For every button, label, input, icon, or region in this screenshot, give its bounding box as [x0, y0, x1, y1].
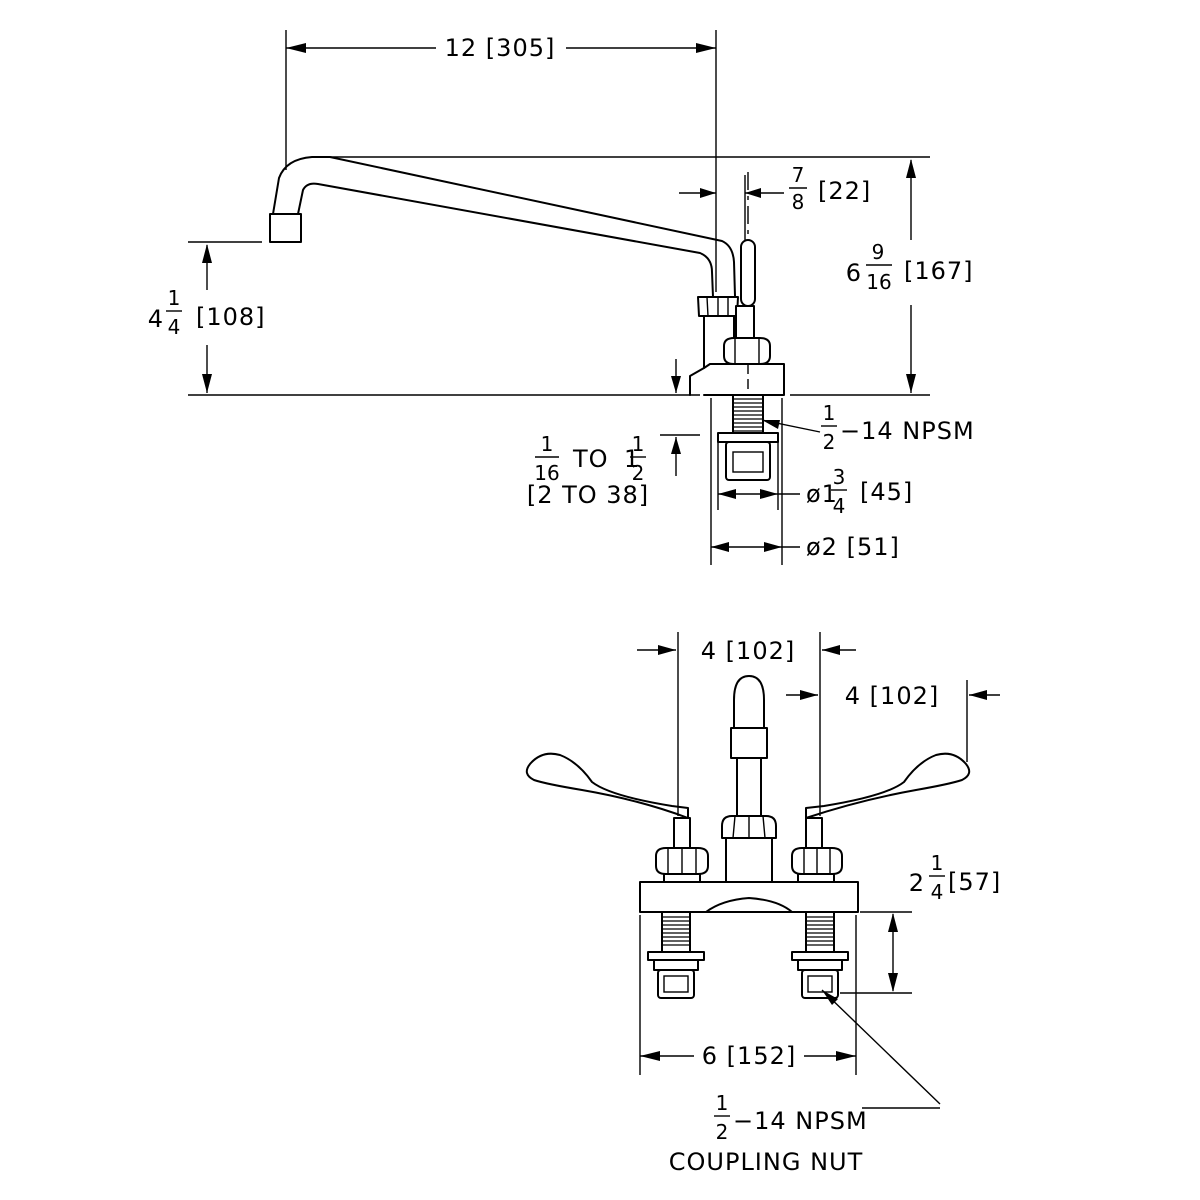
left-stem — [673, 817, 691, 849]
front-deck — [639, 881, 859, 913]
offset-denominator: 8 — [792, 190, 805, 214]
shank-thread-numerator: 1 — [823, 401, 836, 425]
side-deck-body — [703, 172, 785, 481]
outlet-height-mm: [108] — [196, 303, 266, 331]
height-numerator: 9 — [872, 240, 885, 264]
side-dimensions: 12 [305] 7 8 [22] 6 9 16 [167] — [148, 30, 975, 565]
spout-sleeve — [730, 727, 768, 759]
deck-range-to: TO — [572, 445, 609, 473]
spout-body-front — [725, 837, 773, 883]
deck-range-numerator2: 1 — [632, 432, 645, 456]
offset-mm-label: [22] — [818, 177, 871, 205]
aerator-outlet — [269, 213, 302, 243]
front-spout — [721, 675, 777, 883]
shank-thread-denominator: 2 — [823, 430, 836, 454]
front-dimensions: 4 [102] 4 [102] 2 1 4 [57] — [637, 632, 1001, 1176]
left-handle-reach: 4 [102] — [701, 637, 795, 665]
outlet-height-whole: 4 — [148, 305, 164, 333]
shank-length-denominator: 4 — [931, 880, 944, 904]
base-dia-whole: ø1 — [806, 480, 838, 508]
callout-denominator: 2 — [716, 1120, 729, 1144]
left-handle — [525, 752, 709, 883]
front-view: 4 [102] 4 [102] 2 1 4 [57] — [525, 632, 1001, 1176]
stem-side — [735, 305, 755, 339]
deck-range-mm: [2 TO 38] — [527, 481, 649, 509]
shank-length-numerator: 1 — [931, 851, 944, 875]
side-handle — [723, 239, 771, 365]
callout-numerator: 1 — [716, 1091, 729, 1115]
handle-blade-side — [740, 239, 756, 307]
shank-length-whole: 2 — [909, 869, 925, 897]
deck-range-numerator: 1 — [541, 432, 554, 456]
right-washer — [791, 951, 849, 961]
right-shank — [805, 911, 835, 953]
left-shank — [661, 911, 691, 953]
callout-thread-label: −14 NPSM — [733, 1107, 868, 1135]
offset-numerator: 7 — [792, 163, 805, 187]
left-wrist-blade — [525, 752, 689, 819]
shank-threads-side — [733, 398, 763, 432]
outlet-height-denominator: 4 — [168, 315, 181, 339]
base-dia-denominator: 4 — [833, 494, 846, 518]
deck-range-denominator: 16 — [534, 461, 559, 485]
shank-thread-label: −14 NPSM — [840, 417, 975, 445]
base-dia-mm: [45] — [860, 478, 913, 506]
flange-dia-label: ø2 [51] — [806, 533, 900, 561]
left-washer — [647, 951, 705, 961]
center-spacing-label: 6 [152] — [702, 1042, 796, 1070]
base-dia-numerator: 3 — [833, 465, 846, 489]
shank-length-mm: [57] — [948, 868, 1001, 896]
left-coupling-nut — [657, 969, 695, 999]
right-handle-reach: 4 [102] — [845, 682, 939, 710]
deck-range-denominator2: 2 — [632, 461, 645, 485]
callout-part-label: COUPLING NUT — [669, 1148, 864, 1176]
spout — [269, 156, 739, 396]
right-wrist-blade — [805, 752, 971, 819]
side-view: 12 [305] 7 8 [22] 6 9 16 [167] — [148, 30, 975, 565]
right-coupling-nut — [801, 969, 839, 999]
spout-reach-label: 12 [305] — [445, 34, 556, 62]
height-denominator: 16 — [866, 270, 891, 294]
right-handle — [791, 752, 971, 883]
height-mm-label: [167] — [904, 257, 974, 285]
outlet-height-numerator: 1 — [168, 286, 181, 310]
height-whole: 6 — [846, 259, 862, 287]
left-shank-assembly — [647, 911, 705, 999]
right-stem — [805, 817, 823, 849]
right-shank-assembly — [791, 911, 849, 999]
washer-side — [717, 432, 779, 443]
deck-range-whole: 1 — [624, 445, 640, 473]
bonnet-side — [723, 337, 771, 365]
